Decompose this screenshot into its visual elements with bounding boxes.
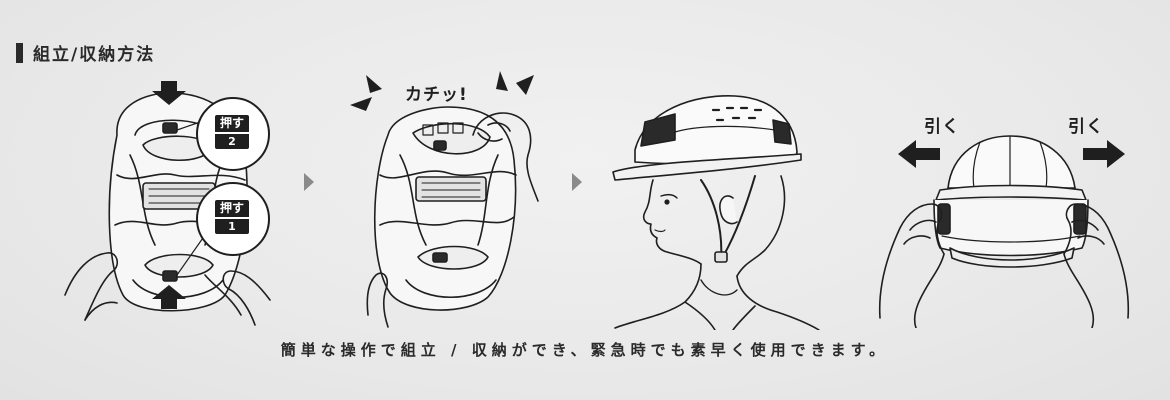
step4-illustration [878,135,1130,328]
next-step-arrow-icon [304,173,314,191]
section-title: 組立/収納方法 [33,45,156,65]
pull-label-right: 引く [1068,117,1104,137]
badge-2-label: 押す [215,115,249,132]
step2-illustration [350,71,539,328]
push-arrow-icon [152,81,186,105]
pull-arrow-icon [898,140,940,168]
pull-label-left: 引く [924,117,960,137]
push-badge-2: 押す 2 [196,97,270,171]
caption-text: 簡単な操作で組立 / 収納ができ、緊急時でも素早く使用できます。 [280,341,890,359]
badge-2-number: 2 [215,133,249,149]
section-header: 組立/収納方法 [16,40,155,65]
click-spark-icon [350,97,372,111]
push-badge-1: 押す 1 [196,182,270,256]
step3-illustration [612,95,820,330]
click-sound-label: カチッ! [405,85,468,105]
badge-1-label: 押す [215,200,249,217]
badge-1-number: 1 [215,218,249,234]
header-bar-icon [16,42,23,63]
next-step-arrow-icon [572,173,582,191]
